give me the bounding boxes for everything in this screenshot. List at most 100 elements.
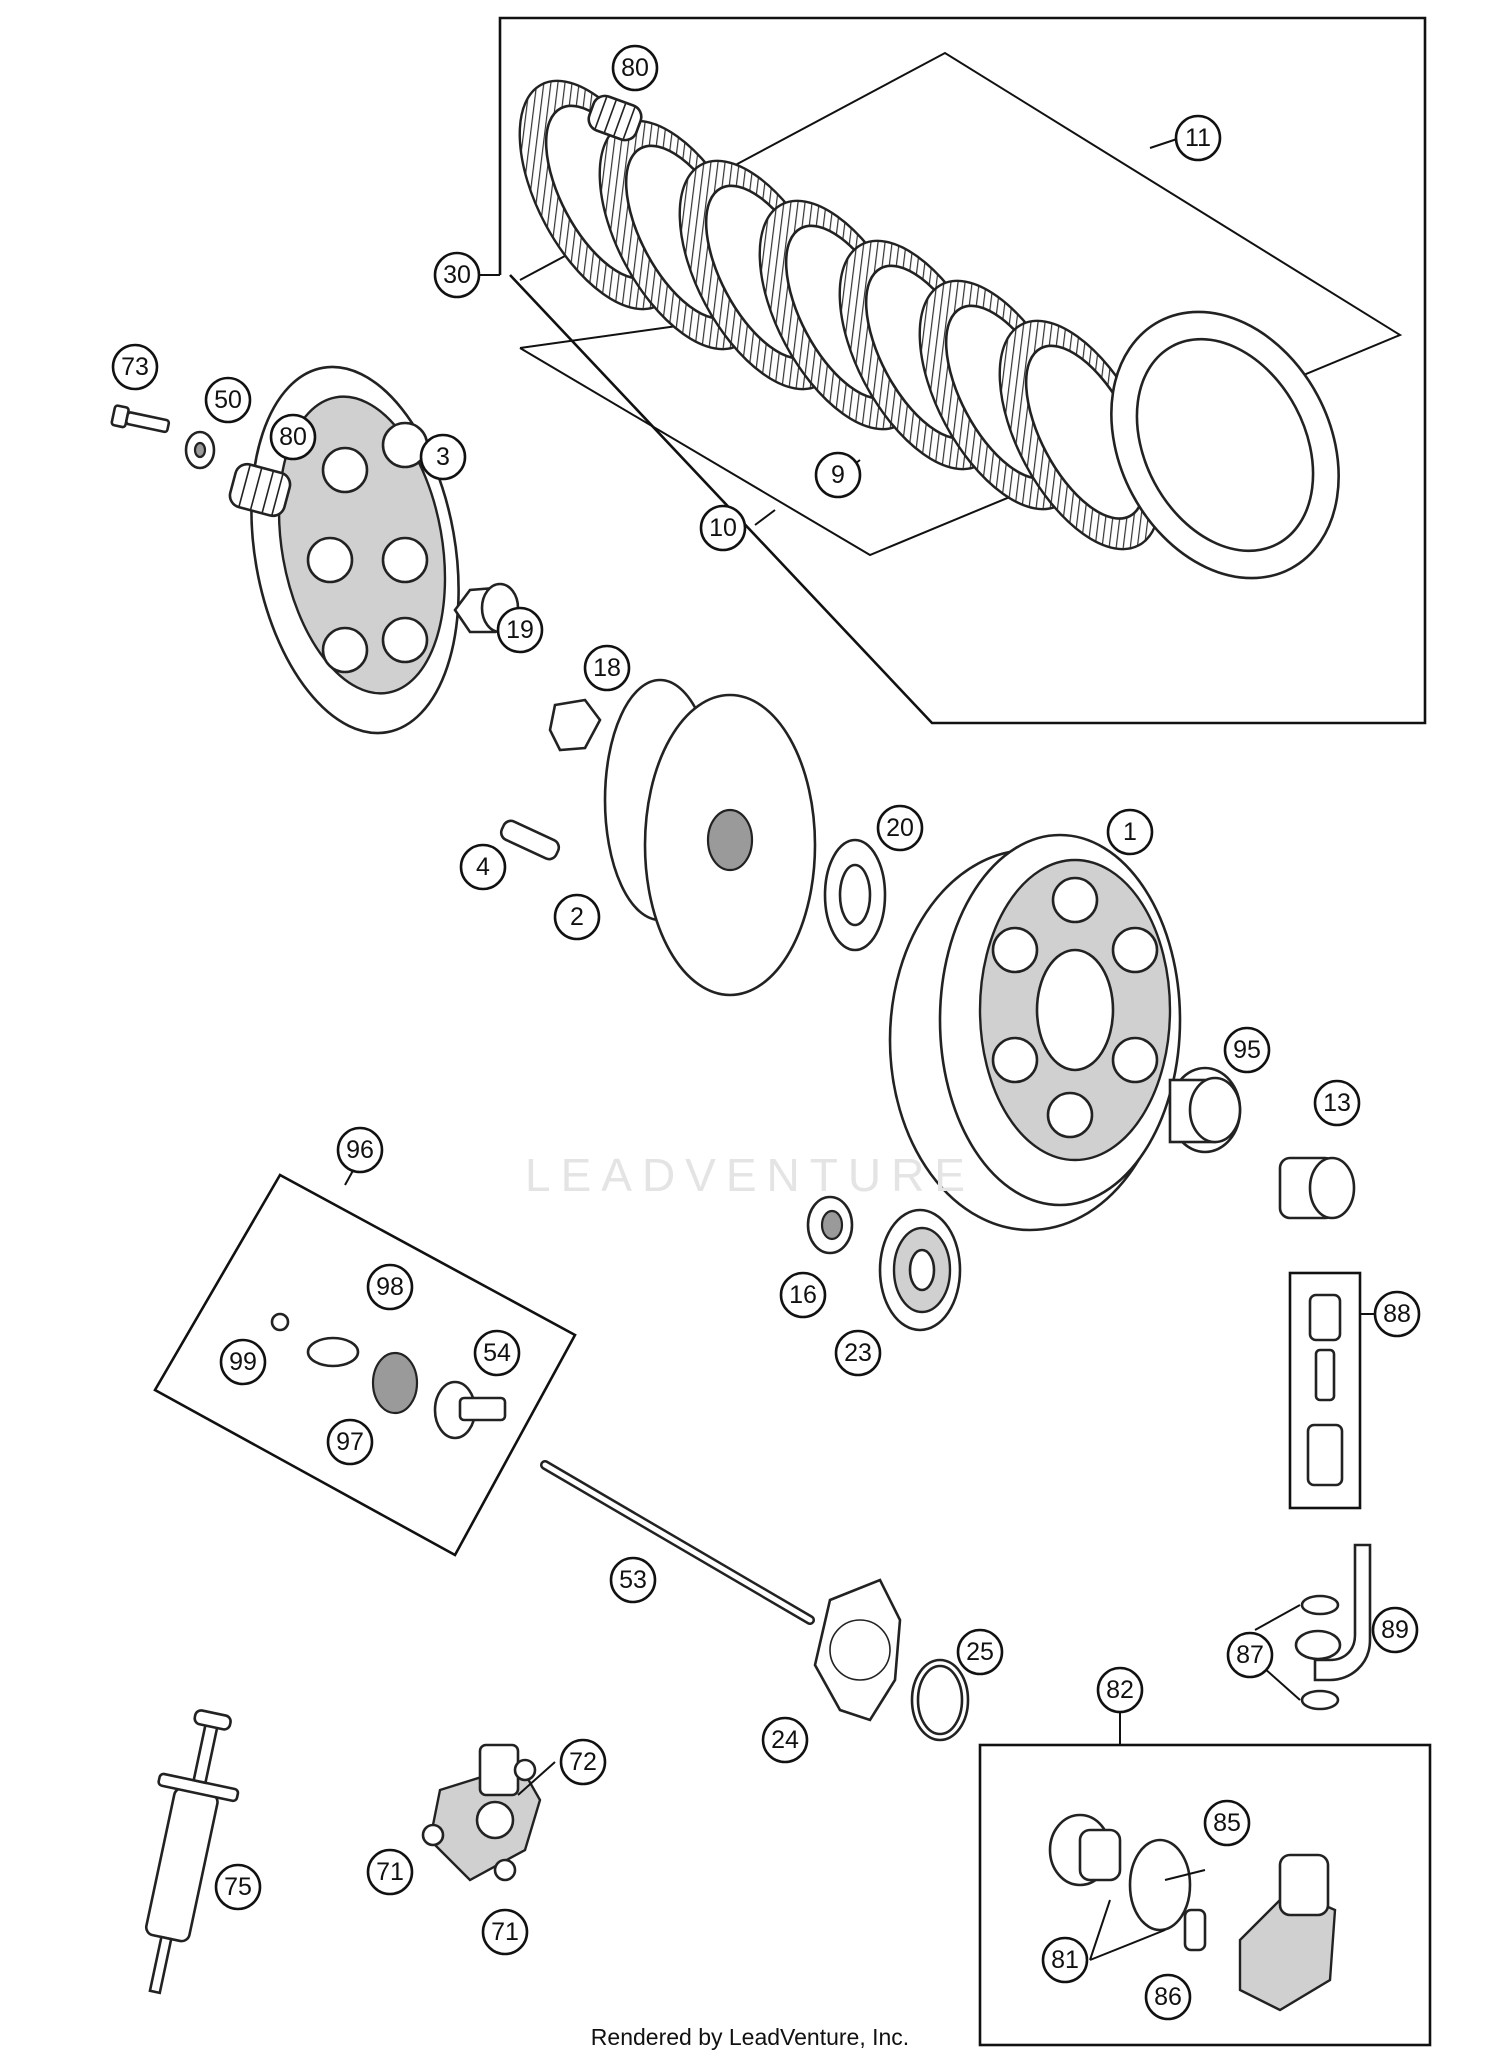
callout-71a: 71 — [366, 1848, 414, 1896]
callout-23: 23 — [834, 1329, 882, 1377]
svg-text:13: 13 — [1323, 1089, 1351, 1117]
callout-1: 1 — [1106, 808, 1154, 856]
callout-30: 30 — [433, 251, 481, 299]
svg-text:9: 9 — [831, 461, 845, 489]
svg-text:71: 71 — [376, 1858, 404, 1886]
banjo-fitting-89 — [1294, 1543, 1372, 1711]
callout-89: 89 — [1371, 1606, 1419, 1654]
bushing-13 — [1278, 1156, 1356, 1220]
callout-24: 24 — [761, 1716, 809, 1764]
callout-88: 88 — [1373, 1290, 1421, 1338]
callout-54: 54 — [473, 1329, 521, 1377]
callout-81: 81 — [1041, 1936, 1089, 1984]
callout-50: 50 — [204, 376, 252, 424]
svg-text:30: 30 — [443, 261, 471, 289]
callout-16: 16 — [779, 1271, 827, 1319]
svg-text:89: 89 — [1381, 1616, 1409, 1644]
callout-53: 53 — [609, 1556, 657, 1604]
pin-4 — [499, 819, 561, 861]
svg-text:99: 99 — [229, 1348, 257, 1376]
callout-11: 11 — [1174, 114, 1222, 162]
kit-96-frame — [153, 1157, 577, 1557]
svg-text:72: 72 — [569, 1748, 597, 1776]
callout-20: 20 — [876, 804, 924, 852]
svg-text:24: 24 — [771, 1726, 799, 1754]
callout-10: 10 — [699, 504, 747, 552]
svg-text:4: 4 — [476, 853, 490, 881]
svg-text:81: 81 — [1051, 1946, 1079, 1974]
callout-86: 86 — [1144, 1973, 1192, 2021]
slave-cylinder — [421, 1743, 542, 1882]
callout-13: 13 — [1313, 1079, 1361, 1127]
callout-95: 95 — [1223, 1026, 1271, 1074]
svg-text:11: 11 — [1185, 124, 1211, 152]
clutch-basket — [888, 833, 1182, 1232]
callout-80b: 80 — [269, 413, 317, 461]
clutch-disc-stack — [518, 79, 1340, 580]
callout-75: 75 — [214, 1863, 262, 1911]
clutch-spring-top — [587, 94, 643, 142]
grease-syringe-75 — [144, 1709, 240, 1995]
lock-washer-18 — [548, 698, 602, 752]
washer-50 — [184, 430, 216, 470]
svg-text:87: 87 — [1236, 1641, 1264, 1669]
callout-19: 19 — [496, 606, 544, 654]
bleeder-kit-88 — [1288, 1271, 1375, 1510]
svg-text:3: 3 — [436, 443, 450, 471]
svg-text:85: 85 — [1213, 1809, 1241, 1837]
callout-9: 9 — [814, 451, 862, 499]
svg-text:54: 54 — [483, 1339, 511, 1367]
svg-text:80: 80 — [621, 54, 649, 82]
svg-text:86: 86 — [1154, 1983, 1182, 2011]
callout-96: 96 — [336, 1126, 384, 1174]
callout-87: 87 — [1226, 1631, 1274, 1679]
callout-99: 99 — [219, 1338, 267, 1386]
svg-text:23: 23 — [844, 1339, 872, 1367]
bolt-73 — [110, 404, 171, 434]
spacer-16 — [806, 1195, 854, 1255]
callout-97: 97 — [326, 1418, 374, 1466]
svg-text:53: 53 — [619, 1566, 647, 1594]
svg-text:25: 25 — [966, 1638, 994, 1666]
svg-text:50: 50 — [214, 386, 242, 414]
svg-text:75: 75 — [224, 1873, 252, 1901]
svg-text:10: 10 — [709, 514, 737, 542]
gear-23 — [878, 1208, 962, 1332]
callout-3: 3 — [419, 433, 467, 481]
svg-text:80: 80 — [279, 423, 307, 451]
washer-20 — [823, 838, 887, 952]
callout-2: 2 — [553, 893, 601, 941]
clutch-inner-hub — [603, 678, 817, 997]
svg-text:16: 16 — [789, 1281, 817, 1309]
svg-text:96: 96 — [346, 1136, 374, 1164]
pressure-plate — [250, 365, 460, 735]
callout-18: 18 — [583, 644, 631, 692]
nut-19 — [453, 582, 520, 634]
needle-bearing-95 — [1168, 1066, 1242, 1154]
svg-text:1: 1 — [1123, 818, 1137, 846]
callout-72: 72 — [559, 1738, 607, 1786]
svg-text:71: 71 — [491, 1918, 519, 1946]
svg-text:98: 98 — [376, 1273, 404, 1301]
svg-text:88: 88 — [1383, 1300, 1411, 1328]
gasket-24 — [813, 1578, 902, 1722]
svg-text:82: 82 — [1106, 1676, 1134, 1704]
svg-text:95: 95 — [1233, 1036, 1261, 1064]
svg-text:20: 20 — [886, 814, 914, 842]
callout-73: 73 — [111, 343, 159, 391]
spring-80 — [228, 462, 292, 518]
callout-71b: 71 — [481, 1908, 529, 1956]
callout-85: 85 — [1203, 1799, 1251, 1847]
callout-80: 80 — [611, 44, 659, 92]
callout-98: 98 — [366, 1263, 414, 1311]
svg-text:19: 19 — [506, 616, 534, 644]
callout-4: 4 — [459, 843, 507, 891]
svg-text:18: 18 — [593, 654, 621, 682]
svg-text:73: 73 — [121, 353, 149, 381]
callout-25: 25 — [956, 1628, 1004, 1676]
svg-text:97: 97 — [336, 1428, 364, 1456]
push-rod-53 — [540, 1460, 815, 1625]
release-kit-82-frame — [978, 1712, 1432, 2047]
footer-credit: Rendered by LeadVenture, Inc. — [590, 2024, 910, 2050]
